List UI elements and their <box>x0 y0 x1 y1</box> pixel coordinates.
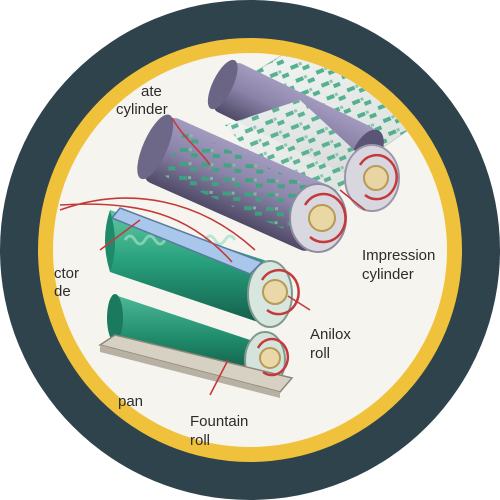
rotation-arrows <box>256 153 398 377</box>
doctor-blade-label-line1: ctor <box>54 265 80 282</box>
ink-pan-label: pan <box>118 393 144 410</box>
plate-cylinder-label-line1: ate <box>141 83 162 100</box>
impression-cylinder-label-line2: cylinder <box>362 266 414 283</box>
diagram-art <box>59 53 431 398</box>
anilox-roll <box>105 210 293 328</box>
fountain-roll-label-line2: roll <box>190 432 211 449</box>
leader-lines <box>59 117 366 396</box>
impression-cylinder-label-line1: Impression <box>362 247 436 264</box>
doctor-blade-label-line2: de <box>54 283 71 300</box>
anilox-roll-label-line1: Anilox <box>310 326 351 343</box>
plate-cylinder-label-line2: cylinder <box>116 101 168 118</box>
anilox-roll-label-line2: roll <box>310 345 331 362</box>
doctor-blade <box>110 207 264 275</box>
fountain-roll-label-line1: Fountain <box>190 413 249 430</box>
